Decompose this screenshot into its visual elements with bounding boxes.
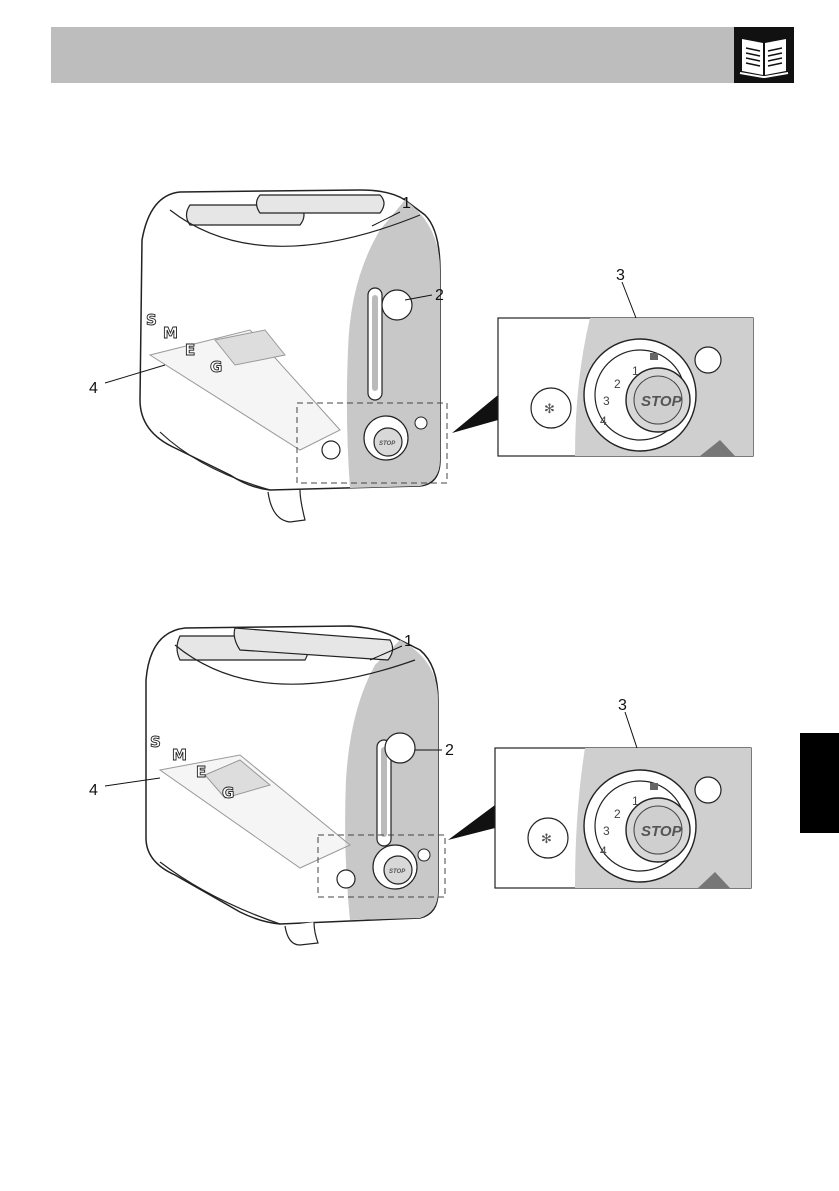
bagel-icon bbox=[650, 353, 658, 360]
logo-letter-e: E bbox=[185, 341, 195, 359]
toaster-illustration: S M E G STOP bbox=[145, 625, 495, 946]
stop-label: STOP bbox=[641, 393, 683, 410]
defrost-icon: ✻ bbox=[544, 401, 555, 416]
dial-number-4: 4 bbox=[600, 844, 607, 858]
callout-3: 3 bbox=[618, 697, 627, 714]
section-tab bbox=[800, 733, 839, 833]
dial-number-1: 1 bbox=[632, 794, 639, 808]
control-detail-zoom: ✻ STOP 1 2 3 4 bbox=[497, 317, 754, 457]
callout-4: 4 bbox=[89, 782, 98, 799]
callout-3: 3 bbox=[616, 267, 625, 284]
defrost-icon: ✻ bbox=[541, 831, 552, 846]
toaster-figure-1: S M E G STOP ✻ STOP 1 bbox=[0, 170, 839, 540]
control-detail-zoom: ✻ STOP 1 2 3 4 bbox=[494, 747, 752, 889]
dial-number-2: 2 bbox=[614, 377, 621, 391]
header-bar bbox=[51, 27, 794, 83]
toaster-figure-2: S M E G STOP ✻ STOP 1 2 3 4 bbox=[0, 600, 839, 960]
logo-letter-m: M bbox=[172, 746, 187, 764]
logo-letter-g: G bbox=[222, 784, 234, 802]
dial-number-3: 3 bbox=[603, 824, 610, 838]
dial-number-1: 1 bbox=[632, 364, 639, 378]
logo-letter-e: E bbox=[196, 763, 206, 781]
dial-number-2: 2 bbox=[614, 807, 621, 821]
dial-number-3: 3 bbox=[603, 394, 610, 408]
stop-label: STOP bbox=[641, 823, 683, 840]
callout-4: 4 bbox=[89, 380, 98, 397]
book-icon bbox=[734, 27, 794, 83]
logo-letter-m: M bbox=[163, 324, 178, 342]
stop-label-small: STOP bbox=[389, 869, 406, 875]
bagel-icon bbox=[650, 783, 658, 790]
toaster-illustration: S M E G STOP bbox=[139, 189, 498, 523]
callout-1: 1 bbox=[402, 195, 411, 212]
callout-2: 2 bbox=[445, 742, 454, 759]
callouts: 1 2 3 4 bbox=[89, 633, 638, 799]
logo-letter-g: G bbox=[210, 358, 222, 376]
logo-letter-s: S bbox=[146, 311, 157, 329]
callout-1: 1 bbox=[404, 633, 413, 650]
stop-label-small: STOP bbox=[379, 441, 396, 447]
callout-2: 2 bbox=[435, 287, 444, 304]
callouts: 1 2 3 4 bbox=[89, 195, 637, 397]
logo-letter-s: S bbox=[150, 733, 161, 751]
dial-number-4: 4 bbox=[600, 414, 607, 428]
